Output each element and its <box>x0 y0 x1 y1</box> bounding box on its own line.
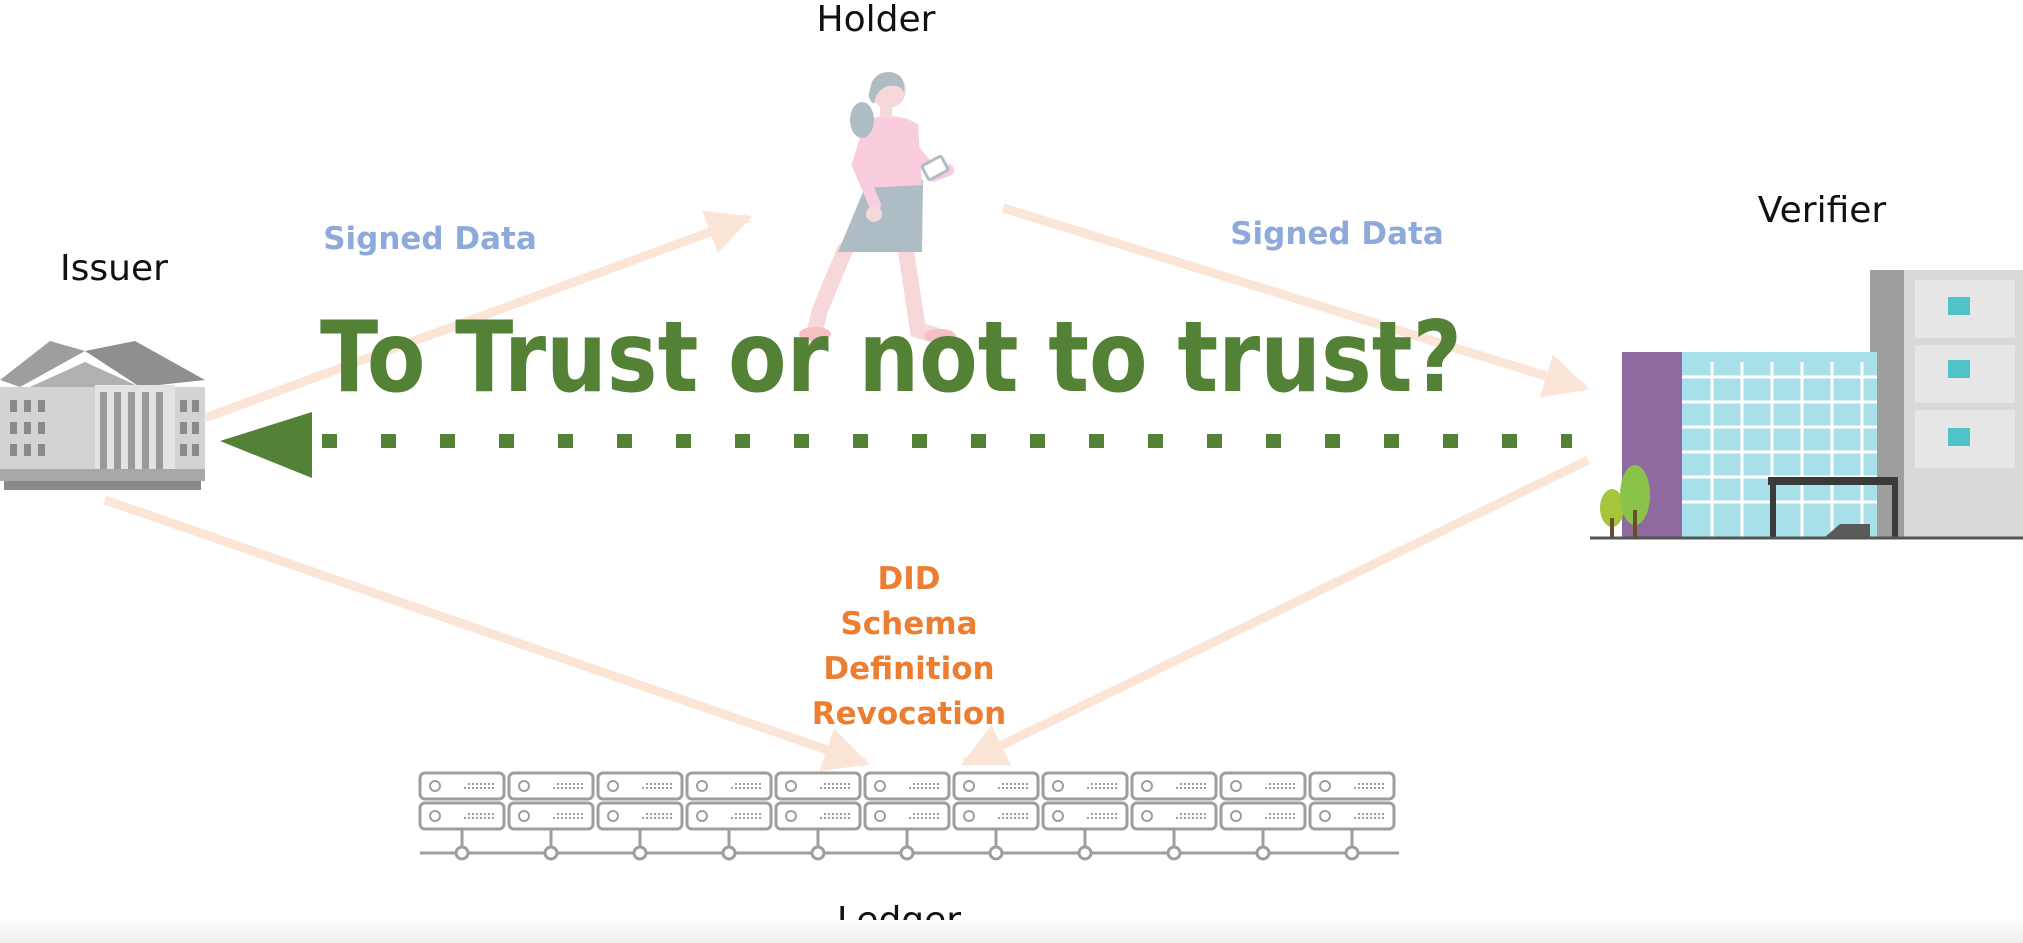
headline: To Trust or not to trust? <box>320 301 1462 415</box>
ledger-record-did: DID <box>878 561 941 597</box>
flow-arrows <box>103 203 1590 772</box>
signed-data-holder-verifier-label: Signed Data <box>1230 216 1444 252</box>
arrow-verifier-to-ledger <box>960 455 1590 768</box>
bottom-bar <box>0 920 2023 943</box>
issuer-label: Issuer <box>60 248 168 289</box>
verifier-label: Verifier <box>1758 190 1887 231</box>
bank-building-icon <box>0 341 205 490</box>
arrow-holder-to-verifier <box>1001 203 1590 398</box>
arrow-issuer-to-holder <box>203 210 753 423</box>
signed-data-issuer-holder-label: Signed Data <box>323 221 537 257</box>
ledger-record-schema: Schema <box>840 606 977 642</box>
trust-arrowhead <box>220 412 312 478</box>
office-building-icon <box>1590 270 2023 540</box>
ledger-record-revocation: Revocation <box>812 696 1007 732</box>
holder-label: Holder <box>817 0 936 40</box>
ledger-records: DID Schema Definition Revocation <box>812 561 1007 732</box>
arrow-issuer-to-ledger <box>103 495 870 772</box>
trust-arrow <box>220 412 1572 478</box>
ledger-record-definition: Definition <box>823 651 994 687</box>
server-rack-network-icon <box>418 771 1399 861</box>
person-walking-icon <box>799 72 956 343</box>
